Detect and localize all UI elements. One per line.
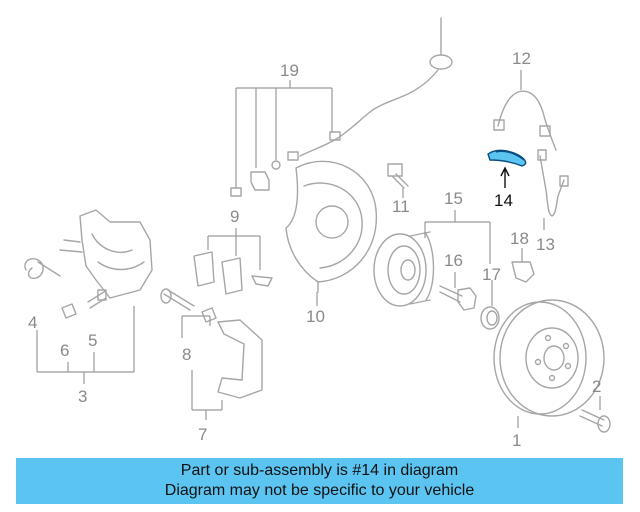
abs-sensor-wire [287,17,453,161]
callout-6: 6 [60,341,69,360]
callout-5: 5 [88,331,97,350]
dust-cap [480,306,500,330]
callout-10: 10 [306,307,325,326]
info-banner: Part or sub-assembly is #14 in diagram D… [16,458,623,504]
callout-2: 2 [592,377,601,396]
disc-screw [579,409,611,433]
callout-19-leader [235,80,333,188]
callout-9: 9 [230,207,239,226]
brake-pads [193,251,273,295]
callout-19: 19 [280,61,299,80]
callout-13: 13 [536,235,555,254]
callout-18: 18 [510,229,529,248]
bolt-11 [387,163,409,189]
bracket-18 [511,261,535,283]
axle-bolt [439,285,477,311]
bleeder-valve [87,289,107,309]
callout-3: 3 [78,387,87,406]
clip-14-highlighted [487,149,527,167]
callout-11: 11 [392,197,410,216]
banner-line-1: Part or sub-assembly is #14 in diagram [180,462,459,479]
callout-15: 15 [444,189,463,208]
callout-7: 7 [198,425,207,444]
callout-12: 12 [512,49,531,68]
caliper-carrier [217,319,263,399]
bleeder-cap [61,303,77,319]
brake-disc [493,299,605,417]
callout-4: 4 [28,313,37,332]
callout-1: 1 [512,431,521,450]
brake-hose [493,90,557,151]
callout-8: 8 [182,345,191,364]
callout-17: 17 [482,265,501,284]
callout-16: 16 [444,251,463,270]
sensor-clips [230,160,281,197]
banner-line-2: Diagram may not be specific to your vehi… [164,482,475,499]
spring-clip [24,258,61,280]
wheel-hub [373,231,435,307]
brake-caliper [59,209,153,299]
backing-plate [285,160,378,293]
callout-14: 14 [494,191,513,210]
brake-line [537,149,569,217]
guide-pins [160,288,217,323]
